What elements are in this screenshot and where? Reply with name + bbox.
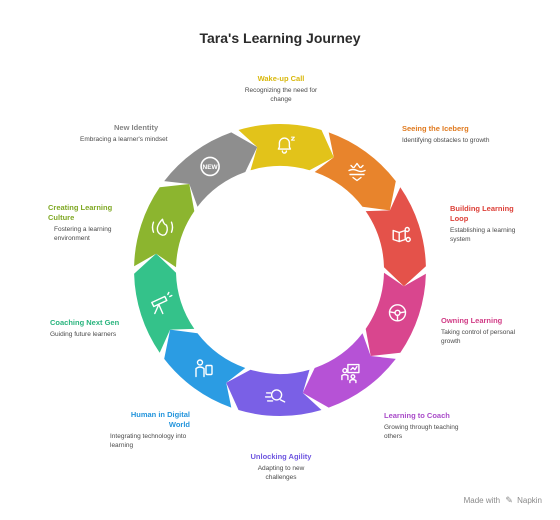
diagram-title: Tara's Learning Journey xyxy=(199,30,361,46)
segment-title: New Identity xyxy=(114,123,159,132)
segment-title: Seeing the Iceberg xyxy=(402,124,469,133)
label-new-identity: New Identity Embracing a learner's minds… xyxy=(80,123,190,145)
telescope-icon xyxy=(151,291,173,315)
segment-creating-learning-culture xyxy=(134,184,195,268)
arrow-segment xyxy=(302,333,396,408)
presentation-icon xyxy=(341,363,360,384)
arrow-segment xyxy=(226,369,322,417)
segment-learning-to-coach xyxy=(302,333,396,408)
arrow-segment xyxy=(164,132,258,207)
segment-desc: Taking control of personal growth xyxy=(441,329,516,345)
napkin-logo-icon: ✎ xyxy=(505,495,513,505)
steering-wheel-icon xyxy=(388,304,407,322)
segment-new-identity: NEW xyxy=(164,132,258,207)
segment-human-in-digital-world xyxy=(164,329,246,408)
learning-loop-icon xyxy=(392,226,411,243)
segment-wake-up-call xyxy=(238,123,334,171)
footer-prefix: Made with xyxy=(463,496,501,505)
label-wake-up-call: Wake-up Call Recognizing the need for ch… xyxy=(226,74,336,105)
segment-desc: Embracing a learner's mindset xyxy=(80,136,168,144)
arrow-segment xyxy=(238,123,334,171)
bell-icon xyxy=(277,136,295,154)
segment-desc: Recognizing the need for change xyxy=(244,87,318,103)
segment-seeing-the-iceberg xyxy=(314,132,396,211)
human-digital-icon xyxy=(195,359,213,378)
new-badge-text: NEW xyxy=(203,164,219,171)
segment-title: Coaching Next Gen xyxy=(50,318,120,327)
agility-icon xyxy=(264,389,286,403)
segment-desc: Establishing a learning system xyxy=(450,227,516,244)
segment-desc: Growing through teaching others xyxy=(384,424,459,440)
segment-title: Building Learning Loop xyxy=(450,204,514,224)
label-building-learning-loop: Building Learning Loop Establishing a le… xyxy=(450,204,530,245)
segment-coaching-next-gen xyxy=(134,253,195,353)
label-unlocking-agility: Unlocking Agility Adapting to new challe… xyxy=(236,452,326,483)
arrow-segment xyxy=(164,329,246,408)
segment-title: Creating Learning Culture xyxy=(48,203,113,223)
label-coaching-next-gen: Coaching Next Gen Guiding future learner… xyxy=(50,318,150,340)
arrow-segment xyxy=(134,253,195,353)
segment-title: Owning Learning xyxy=(441,316,503,325)
footer-brand: Napkin xyxy=(517,496,542,505)
label-learning-to-coach: Learning to Coach Growing through teachi… xyxy=(384,411,484,442)
segment-desc: Guiding future learners xyxy=(50,331,117,339)
footer-attribution: Made with ✎ Napkin xyxy=(464,495,542,506)
label-seeing-the-iceberg: Seeing the Iceberg Identifying obstacles… xyxy=(402,124,512,146)
segment-desc: Adapting to new challenges xyxy=(257,465,305,481)
label-creating-learning-culture: Creating Learning Culture Fostering a le… xyxy=(48,203,118,244)
segment-building-learning-loop xyxy=(365,187,426,287)
label-human-in-digital-world: Human in Digital World Integrating techn… xyxy=(110,410,190,451)
arrow-segment xyxy=(365,187,426,287)
segment-title: Wake-up Call xyxy=(257,74,305,83)
segment-title: Unlocking Agility xyxy=(250,452,312,461)
segment-desc: Integrating technology into learning xyxy=(110,433,187,450)
segment-title: Learning to Coach xyxy=(384,411,450,420)
segment-owning-learning xyxy=(365,272,426,356)
segment-unlocking-agility xyxy=(226,369,322,417)
segment-title: Human in Digital World xyxy=(130,410,190,430)
arrow-segment xyxy=(314,132,396,211)
label-owning-learning: Owning Learning Taking control of person… xyxy=(441,316,531,347)
iceberg-icon xyxy=(348,162,366,182)
new-badge-icon: NEW xyxy=(200,156,220,177)
segment-desc: Identifying obstacles to growth xyxy=(402,137,490,145)
segment-desc: Fostering a learning environment xyxy=(54,226,112,243)
fire-icon xyxy=(151,218,174,236)
arrow-segment xyxy=(134,184,195,268)
